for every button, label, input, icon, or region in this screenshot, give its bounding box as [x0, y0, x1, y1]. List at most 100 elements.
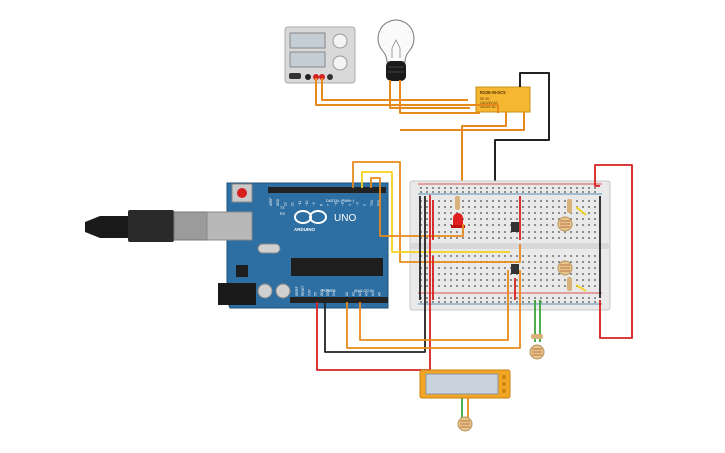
- breadboard-hole: [474, 212, 476, 214]
- relay[interactable]: RS2E-M-DC5 SE 5V 1A/125V AC 2A/30V DC: [475, 86, 531, 113]
- breadboard-hole: [564, 206, 566, 208]
- breadboard-hole: [528, 237, 530, 239]
- breadboard-hole: [588, 301, 590, 303]
- tx-led-label: TX: [280, 206, 285, 210]
- relay-model: RS2E-M-DC5: [480, 90, 506, 95]
- breadboard-hole: [546, 212, 548, 214]
- photoresistor-lcd[interactable]: [457, 416, 473, 432]
- pin-label: 12: [291, 202, 295, 206]
- breadboard-hole: [480, 218, 482, 220]
- breadboard-hole: [522, 212, 524, 214]
- breadboard-hole: [516, 279, 518, 281]
- resistor-led[interactable]: [455, 196, 460, 210]
- photoresistor-external[interactable]: [529, 334, 545, 360]
- resistor-ldr-top[interactable]: [567, 199, 572, 213]
- breadboard-hole: [582, 273, 584, 275]
- breadboard-hole: [456, 267, 458, 269]
- breadboard-hole: [564, 279, 566, 281]
- breadboard-hole: [486, 218, 488, 220]
- breadboard-hole: [474, 297, 476, 299]
- breadboard-hole: [558, 212, 560, 214]
- breadboard-hole: [462, 187, 464, 189]
- breadboard-hole: [492, 224, 494, 226]
- breadboard-hole: [546, 224, 548, 226]
- pin-label: 5V: [314, 291, 318, 296]
- breadboard-hole: [534, 212, 536, 214]
- breadboard-hole: [498, 231, 500, 233]
- light-bulb[interactable]: [377, 19, 415, 81]
- breadboard-hole: [576, 191, 578, 193]
- breadboard-hole: [486, 237, 488, 239]
- breadboard-hole: [492, 301, 494, 303]
- breadboard-hole: [576, 261, 578, 263]
- breadboard-hole: [594, 267, 596, 269]
- breadboard-hole: [468, 237, 470, 239]
- breadboard-hole: [564, 255, 566, 257]
- breadboard-hole: [444, 255, 446, 257]
- breadboard-hole: [522, 279, 524, 281]
- breadboard-hole: [594, 285, 596, 287]
- breadboard-hole: [444, 231, 446, 233]
- breadboard-hole: [588, 224, 590, 226]
- breadboard-hole: [594, 231, 596, 233]
- breadboard[interactable]: [409, 180, 611, 311]
- breadboard-hole: [450, 231, 452, 233]
- breadboard-hole: [588, 218, 590, 220]
- breadboard-hole: [564, 231, 566, 233]
- breadboard-hole: [564, 212, 566, 214]
- breadboard-hole: [456, 191, 458, 193]
- breadboard-hole: [564, 187, 566, 189]
- breadboard-hole: [564, 285, 566, 287]
- breadboard-hole: [552, 200, 554, 202]
- breadboard-hole: [456, 255, 458, 257]
- breadboard-hole: [540, 237, 542, 239]
- breadboard-hole: [582, 301, 584, 303]
- component-switch-bottom[interactable]: [511, 264, 519, 274]
- wires-lower: [316, 161, 633, 418]
- breadboard-hole: [420, 301, 422, 303]
- breadboard-hole: [456, 273, 458, 275]
- breadboard-hole: [504, 224, 506, 226]
- breadboard-hole: [588, 191, 590, 193]
- breadboard-hole: [594, 255, 596, 257]
- breadboard-hole: [546, 191, 548, 193]
- breadboard-hole: [474, 285, 476, 287]
- breadboard-hole: [552, 218, 554, 220]
- power-supply[interactable]: [284, 26, 356, 84]
- component-switch-top[interactable]: [511, 222, 519, 232]
- breadboard-hole: [582, 285, 584, 287]
- breadboard-hole: [546, 279, 548, 281]
- breadboard-hole: [438, 237, 440, 239]
- breadboard-hole: [534, 231, 536, 233]
- resistor-ldr-bottom[interactable]: [567, 277, 572, 291]
- breadboard-hole: [570, 187, 572, 189]
- pin-label: GND: [326, 288, 330, 296]
- pin-label: A5: [378, 292, 382, 296]
- breadboard-hole: [480, 273, 482, 275]
- breadboard-hole: [444, 212, 446, 214]
- pin-label: A3: [365, 292, 369, 296]
- breadboard-hole: [450, 255, 452, 257]
- breadboard-hole: [420, 231, 422, 233]
- breadboard-hole: [588, 212, 590, 214]
- breadboard-hole: [474, 237, 476, 239]
- breadboard-hole: [528, 297, 530, 299]
- breadboard-hole: [540, 273, 542, 275]
- lcd-module[interactable]: [419, 369, 511, 399]
- breadboard-hole: [450, 297, 452, 299]
- breadboard-hole: [438, 285, 440, 287]
- breadboard-hole: [534, 187, 536, 189]
- arduino-uno[interactable]: UNO ARDUINO DIGITAL (PWM~) POWER ANALOG …: [85, 182, 389, 309]
- breadboard-hole: [540, 267, 542, 269]
- breadboard-hole: [450, 206, 452, 208]
- breadboard-hole: [498, 285, 500, 287]
- breadboard-hole: [450, 191, 452, 193]
- red-led[interactable]: [451, 213, 465, 228]
- breadboard-hole: [438, 187, 440, 189]
- breadboard-hole: [486, 273, 488, 275]
- breadboard-hole: [522, 273, 524, 275]
- breadboard-hole: [510, 218, 512, 220]
